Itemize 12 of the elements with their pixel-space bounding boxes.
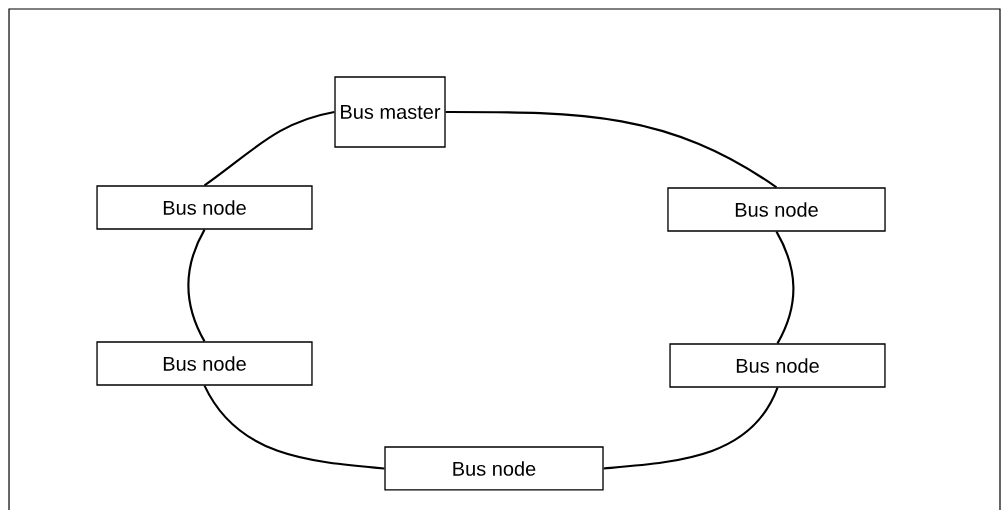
ring-line xyxy=(203,385,385,470)
ring-line xyxy=(445,110,778,189)
master-box: Bus master xyxy=(334,76,446,148)
node-box: Bus node xyxy=(96,185,313,230)
node-box: Bus node xyxy=(384,446,604,491)
ring-line xyxy=(203,110,335,187)
ring-line xyxy=(775,231,795,344)
node-box: Bus node xyxy=(669,343,886,388)
node-box: Bus node xyxy=(667,187,886,232)
node-box: Bus node xyxy=(96,341,313,386)
ring-line xyxy=(187,229,206,342)
ring-line xyxy=(603,387,779,470)
